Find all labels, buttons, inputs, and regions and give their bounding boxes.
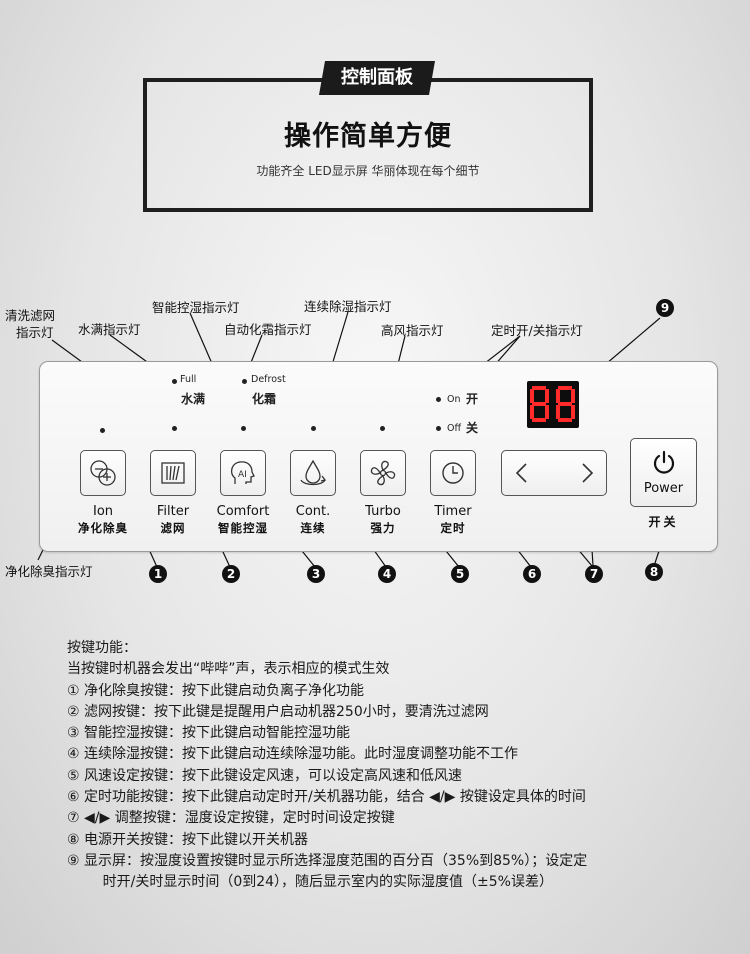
defrost-indicator-en: Defrost [251,374,286,385]
desc-line: ⑦ ◀/▶ 调整按键：湿度设定按键，定时时间设定按键 [67,810,395,827]
filter-icon [161,462,185,484]
ion-indicator-dot [100,428,105,433]
turbo-label-en: Turbo [365,504,401,519]
cont-label-cn: 连续 [300,521,326,535]
marker-7: 7 [585,565,603,583]
callout-timer-onoff: 定时开/关指示灯 [491,323,583,338]
timer-label-en: Timer [434,504,472,519]
power-label-cn: 开关 [648,515,679,529]
off-indicator-en: Off [447,423,462,434]
timer-label-cn: 定时 [440,521,466,535]
comfort-icon: AI [230,461,255,484]
comfort-indicator-dot [241,426,246,431]
comfort-label-en: Comfort [216,504,270,519]
right-arrow-icon[interactable] [577,462,597,484]
full-indicator-cn: 水满 [181,392,206,406]
desc-line: ⑨ 显示屏：按湿度设置按键时显示所选择湿度范围的百分百（35%到85%）；设定定 [67,852,588,869]
led-display [527,381,579,428]
cont-button[interactable] [290,450,336,496]
ion-icon [90,460,116,486]
comfort-label-cn: 智能控湿 [218,521,268,535]
ion-label-en: Ion [92,504,114,519]
seven-segment-digits [530,386,575,422]
marker-9: 9 [656,299,674,317]
callout-clean-filter-2: 指示灯 [16,325,54,340]
callout-high-wind: 高风指示灯 [381,323,444,338]
desc-line: ① 净化除臭按键：按下此键启动负离子净化功能 [67,682,364,699]
marker-6: 6 [523,565,541,583]
callout-ion: 净化除臭指示灯 [5,564,93,579]
power-label: Power [643,481,684,496]
desc-line: 当按键时机器会发出“哔哔”声，表示相应的模式生效 [67,661,390,678]
desc-line: ② 滤网按键：按下此键是提醒用户启动机器250小时，要清洗过滤网 [67,703,489,720]
desc-line: ⑧ 电源开关按键：按下此键以开关机器 [67,831,308,848]
desc-line: 按键功能： [67,640,137,656]
fan-icon [370,460,396,486]
comfort-button[interactable]: AI [220,450,266,496]
headline: 操作简单方便 [284,121,452,152]
off-indicator-cn: 关 [466,421,479,435]
filter-label-en: Filter [156,504,190,519]
filter-label-cn: 滤网 [160,521,186,535]
timer-button[interactable] [430,450,476,496]
function-description: 按键功能： 当按键时机器会发出“哔哔”声，表示相应的模式生效 ① 净化除臭按键：… [67,638,707,894]
ion-button[interactable] [80,450,126,496]
desc-line: ④ 连续除湿按键：按下此键启动连续除湿功能。此时湿度调整功能不工作 [67,746,518,763]
marker-8: 8 [645,563,663,581]
ion-label-cn: 净化除臭 [78,521,128,535]
desc-line: 时开/关时显示时间（0到24），随后显示室内的实际湿度值（±5%误差） [67,874,553,891]
turbo-indicator-dot [380,426,385,431]
turbo-label-cn: 强力 [370,521,396,535]
on-indicator-en: On [447,394,461,405]
marker-5: 5 [451,565,469,583]
cont-label-en: Cont. [295,504,331,519]
cont-indicator-dot [311,426,316,431]
subline: 功能齐全 LED显示屏 华丽体现在每个细节 [256,164,480,178]
marker-2: 2 [222,565,240,583]
clock-icon [442,462,464,484]
power-icon [653,450,675,474]
marker-1: 1 [149,565,167,583]
full-indicator-en: Full [180,374,197,385]
callout-continuous: 连续除湿指示灯 [304,299,392,314]
defrost-indicator-cn: 化霜 [252,392,277,406]
power-button[interactable] [630,438,697,507]
svg-text:AI: AI [238,470,247,480]
water-drop-icon [300,459,327,486]
callout-water-full: 水满指示灯 [78,322,141,337]
desc-line: ⑤ 风速设定按键：按下此键设定风速，可以设定高风速和低风速 [67,767,462,784]
marker-3: 3 [307,565,325,583]
filter-button[interactable] [150,450,196,496]
off-indicator-dot [436,426,441,431]
desc-line: ③ 智能控湿按键：按下此键启动智能控湿功能 [67,725,350,742]
defrost-indicator-dot [242,379,247,384]
left-arrow-icon[interactable] [512,462,532,484]
full-indicator-dot [172,379,177,384]
callout-clean-filter: 清洗滤网 [5,308,56,323]
callout-smart-humidity: 智能控湿指示灯 [152,300,240,315]
turbo-button[interactable] [360,450,406,496]
on-indicator-dot [436,397,441,402]
adjust-buttons [501,450,607,496]
callout-defrost: 自动化霜指示灯 [224,322,312,337]
marker-4: 4 [378,565,396,583]
on-indicator-cn: 开 [466,392,479,406]
filter-indicator-dot [172,426,177,431]
desc-line: ⑥ 定时功能按键：按下此键启动定时开/关机器功能，结合 ◀/▶ 按键设定具体的时… [67,789,586,806]
